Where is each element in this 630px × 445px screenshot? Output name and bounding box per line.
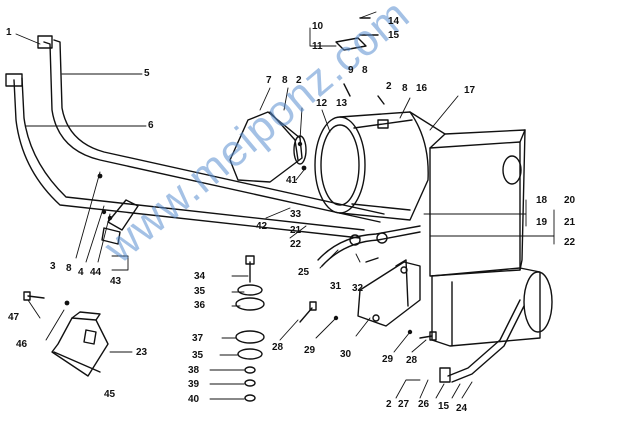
label-part-25: 25	[298, 267, 310, 278]
label-part-31: 31	[330, 281, 342, 292]
label-part-34: 34	[194, 271, 206, 282]
label-part-23: 23	[136, 347, 148, 358]
label-part-37: 37	[192, 333, 204, 344]
label-part-6: 6	[148, 120, 154, 131]
label-part-29b: 29	[382, 354, 394, 365]
label-part-1: 1	[6, 27, 12, 38]
gasket-plate	[335, 37, 367, 51]
label-part-22a: 22	[290, 239, 302, 250]
label-part-10: 10	[312, 21, 324, 32]
label-part-15b: 15	[438, 401, 450, 412]
leader-lines	[15, 11, 555, 400]
label-part-32: 32	[352, 283, 364, 294]
label-part-8d: 8	[66, 263, 72, 274]
label-part-43: 43	[110, 276, 122, 287]
foot-bracket	[51, 311, 109, 377]
air-cleaner-drum	[314, 111, 429, 221]
fuel-pipe	[439, 299, 525, 383]
label-part-26: 26	[418, 399, 430, 410]
label-part-27: 27	[398, 399, 410, 410]
label-part-21a: 21	[290, 225, 302, 236]
label-part-35b: 35	[192, 350, 204, 361]
label-part-24: 24	[456, 403, 468, 414]
pipe-lower	[5, 73, 365, 239]
pipe-upper	[37, 35, 385, 223]
label-part-30: 30	[340, 349, 352, 360]
label-part-17: 17	[464, 85, 476, 96]
label-part-8c: 8	[402, 83, 408, 94]
label-part-45: 45	[104, 389, 116, 400]
label-part-11: 11	[312, 41, 323, 52]
label-part-44: 44	[90, 267, 102, 278]
label-part-28a: 28	[272, 342, 284, 353]
label-part-41: 41	[286, 175, 298, 186]
label-part-12: 12	[316, 98, 328, 109]
label-part-46: 46	[16, 339, 28, 350]
label-part-35a: 35	[194, 286, 206, 297]
label-part-15a: 15	[388, 30, 400, 41]
pipe-clamp-bracket	[101, 199, 139, 245]
label-part-14: 14	[388, 16, 400, 27]
label-part-42: 42	[256, 221, 268, 232]
label-part-28b: 28	[406, 355, 418, 366]
label-part-40: 40	[188, 394, 200, 405]
label-part-36: 36	[194, 300, 206, 311]
label-part-7: 7	[266, 75, 272, 86]
label-part-18: 18	[536, 195, 548, 206]
label-part-39: 39	[188, 379, 200, 390]
motor-housing	[431, 267, 553, 347]
label-part-8b: 8	[362, 65, 368, 76]
label-part-33: 33	[290, 209, 302, 220]
label-part-9: 9	[348, 65, 354, 76]
label-part-3: 3	[50, 261, 56, 272]
label-part-13: 13	[336, 98, 348, 109]
label-part-22b: 22	[564, 237, 576, 248]
bolts	[23, 17, 437, 341]
label-part-20: 20	[564, 195, 576, 206]
label-part-5: 5	[144, 68, 150, 79]
mounting-bracket	[357, 259, 421, 327]
label-part-2a: 2	[296, 75, 302, 86]
label-part-4: 4	[78, 267, 84, 278]
label-part-21b: 21	[564, 217, 576, 228]
label-part-38: 38	[188, 365, 200, 376]
engine-block	[409, 111, 526, 277]
label-part-2c: 2	[386, 399, 392, 410]
label-part-29a: 29	[304, 345, 316, 356]
label-part-8a: 8	[282, 75, 288, 86]
label-part-2b: 2	[386, 81, 392, 92]
label-part-16: 16	[416, 83, 428, 94]
label-part-47: 47	[8, 312, 20, 323]
label-part-19: 19	[536, 217, 548, 228]
mount-stack	[235, 255, 265, 402]
